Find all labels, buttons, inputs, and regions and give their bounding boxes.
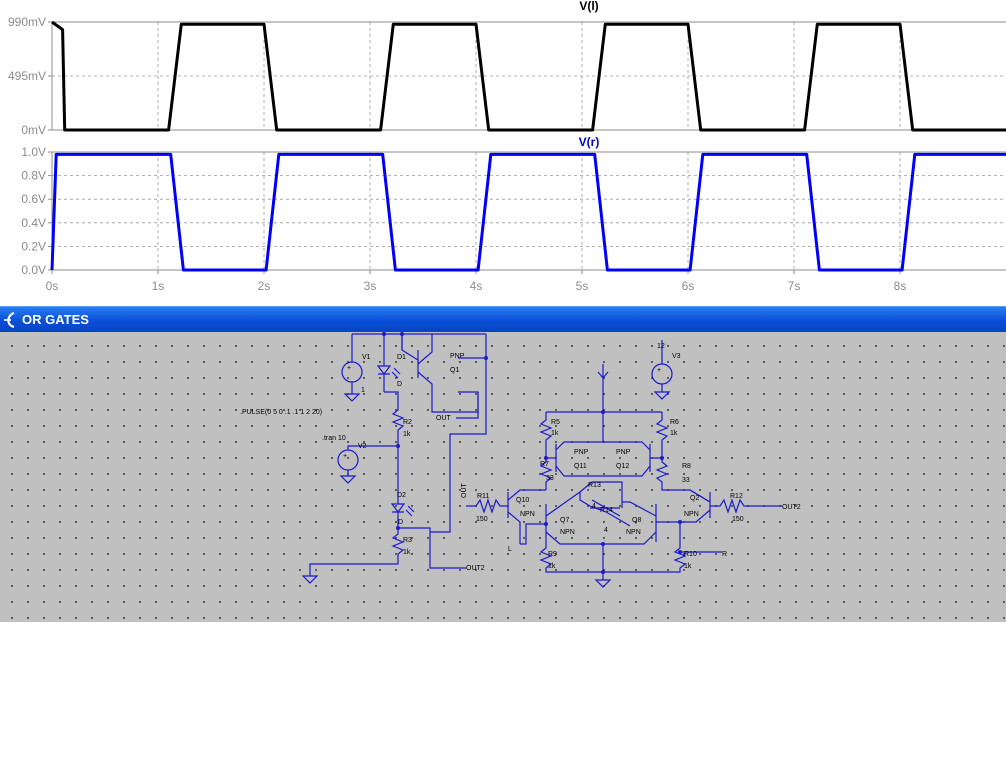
svg-text:R10: R10 — [684, 551, 697, 558]
svg-text:V2: V2 — [358, 443, 367, 450]
x-tick-label: 0s — [46, 279, 59, 293]
y-tick-label: 990mV — [8, 15, 46, 29]
ltspice-app-icon — [4, 311, 15, 328]
svg-text:1k: 1k — [403, 431, 411, 438]
svg-text:Q7: Q7 — [560, 517, 569, 524]
right-circuit: + 12 V3 R5 1k R6 1k PNP PNP Q11 Q12 R7 3… — [382, 332, 801, 588]
trace-title[interactable]: V(l) — [579, 0, 598, 13]
svg-text:R6: R6 — [670, 419, 679, 426]
x-tick-label: 7s — [788, 279, 801, 293]
v3-source — [651, 363, 673, 385]
x-tick-label: 4s — [470, 279, 483, 293]
svg-text:1: 1 — [361, 387, 365, 394]
svg-text:V1: V1 — [362, 354, 371, 361]
trace-pane-vl: 0mV 495mV 990mV V(l) — [8, 0, 1006, 137]
x-tick-label: 1s — [152, 279, 165, 293]
svg-text:D: D — [398, 519, 403, 526]
v1-source — [341, 361, 363, 383]
svg-text:Q8: Q8 — [632, 517, 641, 524]
trace-title[interactable]: V(r) — [579, 135, 600, 149]
svg-text:NPN: NPN — [520, 511, 535, 518]
svg-text:OUT2: OUT2 — [466, 565, 485, 572]
svg-text:150: 150 — [732, 516, 744, 523]
svg-text:33: 33 — [682, 477, 690, 484]
svg-text:12: 12 — [657, 343, 665, 350]
schematic-window-title: OR GATES — [22, 312, 89, 327]
svg-text:R12: R12 — [730, 493, 743, 500]
ground-icon — [594, 579, 612, 588]
x-tick-label: 6s — [682, 279, 695, 293]
svg-text:Q11: Q11 — [574, 463, 587, 470]
svg-text:PNP: PNP — [450, 353, 465, 360]
svg-text:R11: R11 — [477, 493, 489, 500]
svg-text:R5: R5 — [551, 419, 560, 426]
svg-text:R8: R8 — [682, 463, 691, 470]
waveform-viewer: 0mV 495mV 990mV V(l) 0.0V 0.2V 0.4V 0.6V 0.8V 1.… — [0, 0, 1006, 306]
svg-text:OUT2: OUT2 — [782, 504, 801, 511]
svg-text:Q2: Q2 — [690, 495, 699, 502]
svg-text:Q10: Q10 — [516, 497, 529, 504]
svg-text:R13: R13 — [588, 482, 601, 489]
svg-text:1k: 1k — [551, 430, 559, 437]
svg-text:PNP: PNP — [616, 449, 631, 456]
svg-text:4: 4 — [592, 503, 596, 510]
schematic-canvas[interactable]: + V1 1 D1 D PNP Q1 OUT R2 1k .PULSE(0 5 … — [0, 332, 1006, 622]
y-tick-label: 0.8V — [21, 169, 46, 183]
svg-text:Q1: Q1 — [450, 367, 459, 374]
svg-text:1k: 1k — [670, 430, 678, 437]
y-tick-label: 0.6V — [21, 192, 46, 206]
left-circuit: + V1 1 D1 D PNP Q1 OUT R2 1k .PULSE(0 5 … — [240, 333, 487, 584]
y-tick-label: 0.2V — [21, 239, 46, 253]
svg-text:PNP: PNP — [574, 449, 589, 456]
x-tick-label: 2s — [258, 279, 271, 293]
svg-text:33: 33 — [546, 475, 554, 482]
svg-text:NPN: NPN — [684, 511, 699, 518]
y-tick-label: 0mV — [21, 123, 46, 137]
svg-text:OUT: OUT — [436, 415, 452, 422]
svg-text:R: R — [722, 551, 727, 558]
svg-text:NPN: NPN — [560, 529, 575, 536]
y-tick-label: 0.0V — [21, 263, 46, 277]
pulse-directive: .PULSE(0 5 0 .1 .1 1 2 20) — [240, 409, 322, 416]
svg-text:1k: 1k — [403, 549, 411, 556]
svg-text:1k: 1k — [548, 563, 556, 570]
svg-text:OUT: OUT — [461, 483, 468, 499]
svg-text:1k: 1k — [684, 563, 692, 570]
trace-line — [50, 152, 1006, 272]
svg-text:D: D — [397, 381, 402, 388]
ground-icon — [339, 470, 357, 484]
x-tick-label: 8s — [894, 279, 907, 293]
svg-text:D2: D2 — [397, 492, 406, 499]
trace-line — [51, 20, 1006, 132]
svg-text:150: 150 — [476, 516, 488, 523]
ground-icon — [301, 575, 319, 584]
v2-source — [337, 449, 359, 471]
y-tick-label: 0.4V — [21, 216, 46, 230]
svg-text:+: + — [343, 453, 347, 460]
ground-icon — [653, 384, 671, 400]
svg-text:L: L — [508, 546, 512, 553]
svg-text:D1: D1 — [397, 354, 406, 361]
y-tick-label: 1.0V — [21, 145, 46, 159]
schematic-title-bar[interactable]: OR GATES — [0, 306, 1006, 332]
svg-text:R3: R3 — [403, 537, 412, 544]
svg-text:Q12: Q12 — [616, 463, 629, 470]
svg-text:V3: V3 — [672, 353, 681, 360]
svg-text:R2: R2 — [403, 419, 412, 426]
or-gate-schematic: + V1 1 D1 D PNP Q1 OUT R2 1k .PULSE(0 5 … — [240, 332, 801, 588]
x-tick-label: 3s — [364, 279, 377, 293]
svg-text:NPN: NPN — [626, 529, 641, 536]
svg-text:R9: R9 — [548, 551, 557, 558]
svg-text:+: + — [657, 367, 661, 374]
svg-text:4: 4 — [604, 527, 608, 534]
svg-text:R7: R7 — [540, 461, 549, 468]
ground-icon — [343, 382, 361, 402]
x-tick-label: 5s — [576, 279, 589, 293]
trace-pane-vr: 0.0V 0.2V 0.4V 0.6V 0.8V 1.0V 0s 1s 2s 3s 4s 5s 6s 7s… — [21, 135, 1006, 293]
svg-text:R14: R14 — [600, 507, 613, 514]
svg-text:+: + — [347, 365, 351, 372]
tran-directive: .tran 10 — [322, 435, 346, 442]
y-tick-label: 495mV — [8, 69, 46, 83]
